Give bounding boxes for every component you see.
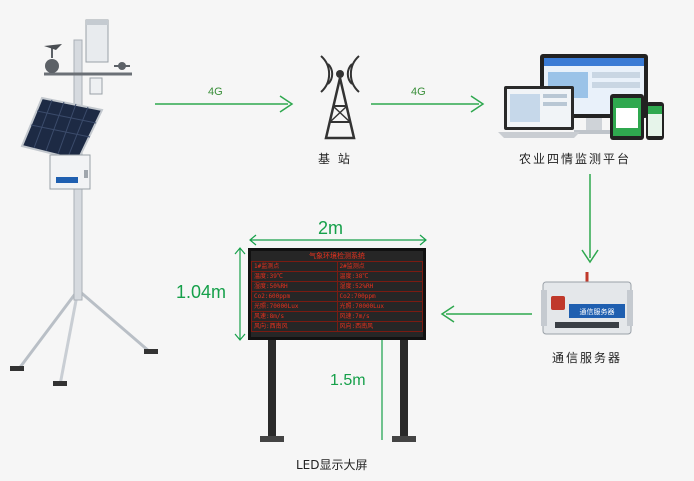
- link-4g-left: 4G: [208, 86, 223, 98]
- led-cell: Co2:600ppm: [251, 291, 338, 302]
- communication-server-icon: 通信服务器: [541, 272, 633, 335]
- led-title: 气象环境检测系统: [309, 252, 365, 260]
- arrow-server-to-display: [440, 305, 532, 323]
- tower-label: 基 站: [318, 152, 352, 166]
- cell-tower-icon: [320, 55, 360, 140]
- led-cell: Co2:700ppm: [336, 291, 423, 302]
- led-cell: 风速:7m/s: [336, 311, 423, 322]
- led-cell: 风向:西南风: [251, 321, 338, 332]
- server-device-text: 通信服务器: [580, 307, 615, 316]
- led-cell: 1#监测点: [251, 261, 338, 272]
- led-cell: 湿度:50%RH: [251, 281, 338, 292]
- led-cell: 温度:39℃: [251, 271, 338, 282]
- display-width-label: 2m: [318, 218, 344, 238]
- led-cell: 湿度:52%RH: [336, 281, 423, 292]
- led-cell: 光照:70000Lux: [251, 301, 338, 312]
- arrow-station-to-tower: [155, 95, 294, 113]
- arrow-platform-to-server: [581, 174, 599, 264]
- pole-height-label: 1.5m: [330, 372, 366, 389]
- led-cell: 风速:8m/s: [251, 311, 338, 322]
- pole-dimension-line: [381, 340, 383, 440]
- platform-label: 农业四情监测平台: [519, 152, 632, 166]
- height-dimension-line: [234, 247, 246, 341]
- display-label: LED显示大屏: [296, 458, 368, 472]
- weather-station: [10, 19, 158, 386]
- display-stand: [260, 340, 416, 442]
- led-row: 风向:西南风风向:西南风: [251, 321, 423, 332]
- server-label: 通信服务器: [552, 351, 623, 365]
- led-cell: 2#监测点: [336, 261, 423, 272]
- led-cell: 光照:70000Lux: [336, 301, 423, 312]
- arrow-tower-to-platform: [371, 95, 485, 113]
- led-cell: 风向:西南风: [336, 321, 423, 332]
- computer-devices-icon: [498, 54, 664, 140]
- link-4g-right: 4G: [411, 86, 426, 98]
- display-height-label: 1.04m: [176, 282, 227, 302]
- led-cell: 温度:38℃: [336, 271, 423, 282]
- width-dimension-line: [249, 234, 427, 246]
